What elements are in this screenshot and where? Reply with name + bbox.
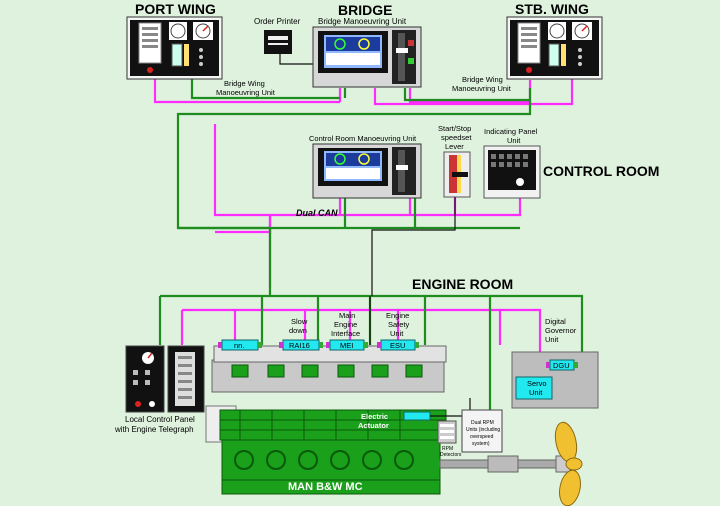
stb-wing-panel: STB. WING (506, 1, 603, 80)
governor-label-1: Digital (545, 317, 566, 326)
bridge-manoeuvring-unit (312, 26, 422, 88)
module-dgu-label: DGU (553, 361, 570, 370)
esu-label-2: Safety (388, 320, 410, 329)
dual-rpm-units: Dual RPM Units (including overspeed syst… (461, 409, 503, 453)
control-room-manoeuvring-unit (312, 143, 422, 199)
governor-label-3: Unit (545, 335, 559, 344)
port-wing-panel: PORT WING (126, 1, 223, 80)
start-stop-1: Start/Stop (438, 124, 471, 133)
indicating-panel-1: Indicating Panel (484, 127, 538, 136)
rpm-detectors: RPM Detectors (437, 420, 462, 458)
local-control-panel (125, 345, 205, 413)
rpm-detectors-2: Detectors (440, 452, 462, 458)
esu-label-3: Unit (390, 329, 404, 338)
module-rai16: RAI16 (279, 339, 323, 351)
start-stop-3: Lever (445, 142, 464, 151)
module-nn-label: nn. (234, 341, 244, 350)
servo-unit-1: Servo (527, 379, 547, 388)
esu-label-1: Engine (386, 311, 409, 320)
start-stop-2: speedset (441, 133, 472, 142)
electric-actuator-1: Electric (361, 412, 388, 421)
dual-rpm-4: system) (472, 441, 490, 447)
dual-can-label: Dual CAN (296, 208, 338, 218)
module-mei-label: MEI (340, 341, 353, 350)
mei-label-2: Engine (334, 320, 357, 329)
local-panel-label-1: Local Control Panel (125, 415, 195, 424)
bridge-mu-label: Bridge Manoeuvring Unit (318, 17, 407, 26)
electric-actuator-2: Actuator (358, 421, 389, 430)
engine-name: MAN B&W MC (288, 481, 363, 493)
dual-rpm-1: Dual RPM (471, 420, 494, 426)
bridge-title: BRIDGE (338, 2, 392, 18)
dual-rpm-2: Units (including (466, 427, 500, 433)
dual-rpm-3: overspeed (470, 434, 494, 440)
can-bus-lines (153, 40, 584, 410)
digital-governor-unit: DGU Servo Unit (511, 351, 599, 409)
bridge-wing-mu-left-2: Manoeuvring Unit (216, 88, 276, 97)
module-nn: nn. (218, 339, 262, 351)
bridge-wing-mu-right-2: Manoeuvring Unit (452, 84, 512, 93)
control-room-title: CONTROL ROOM (543, 163, 659, 179)
indicating-panel-2: Unit (507, 136, 521, 145)
module-esu: ESU (377, 339, 419, 351)
module-mei: MEI (326, 339, 368, 351)
main-engine: MAN B&W MC (205, 405, 447, 495)
module-rai16-label: RAI16 (289, 341, 310, 350)
bridge-area: BRIDGE Bridge Manoeuvring Unit Order Pri… (254, 2, 422, 88)
servo-unit-2: Unit (529, 388, 543, 397)
order-printer-label: Order Printer (254, 17, 301, 26)
order-printer-icon (264, 30, 292, 54)
local-panel-label-2: with Engine Telegraph (114, 425, 194, 434)
mei-label-3: Interface (331, 329, 360, 338)
port-wing-title: PORT WING (135, 1, 216, 17)
slow-down-1: Slow (291, 317, 308, 326)
control-room-area: Control Room Manoeuvring Unit Start/Stop… (296, 124, 659, 218)
propeller-shaft (439, 455, 571, 473)
bridge-wing-mu-right-1: Bridge Wing (462, 75, 503, 84)
propeller-icon (554, 421, 583, 506)
bridge-wing-mu-left-1: Bridge Wing (224, 79, 265, 88)
rpm-detectors-1: RPM (442, 446, 453, 452)
indicating-panel-unit (483, 145, 541, 199)
stb-wing-title: STB. WING (515, 1, 589, 17)
control-room-mu-label: Control Room Manoeuvring Unit (309, 134, 417, 143)
module-esu-label: ESU (390, 341, 405, 350)
slow-down-2: down (289, 326, 307, 335)
governor-label-2: Governor (545, 326, 577, 335)
mei-label-1: Main (339, 311, 355, 320)
start-stop-lever (443, 151, 471, 198)
engine-room-title: ENGINE ROOM (412, 276, 513, 292)
